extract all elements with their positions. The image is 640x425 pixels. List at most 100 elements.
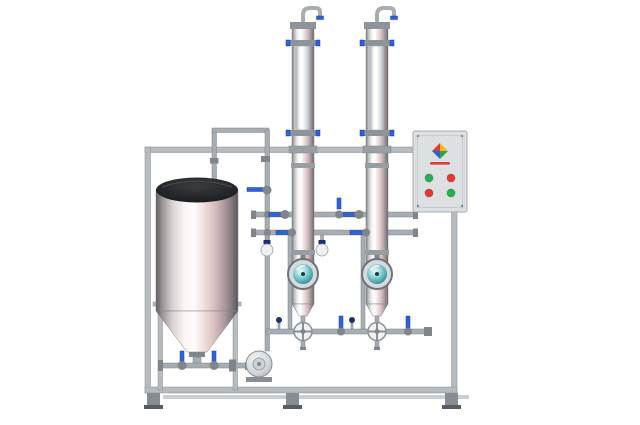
meter-glare bbox=[370, 264, 380, 271]
valve-body bbox=[280, 210, 290, 219]
swan-neck-vent bbox=[375, 6, 396, 26]
foot-pad-left bbox=[144, 405, 163, 409]
base-rail-back bbox=[163, 395, 469, 399]
lever-valve-body bbox=[404, 327, 412, 336]
clamp-knob bbox=[359, 129, 365, 137]
dome-highlight bbox=[161, 180, 233, 188]
sensor-stem bbox=[350, 322, 354, 330]
sight-glass-flange-top bbox=[290, 40, 316, 46]
sensor-stem bbox=[277, 322, 281, 330]
pipe-end-cap bbox=[413, 228, 418, 237]
panel-screw bbox=[460, 134, 464, 138]
clamp-knob bbox=[389, 39, 395, 47]
tank-shell bbox=[155, 189, 239, 312]
pipe-end-cap bbox=[251, 228, 256, 237]
clamp-knob bbox=[359, 39, 365, 47]
foot-right bbox=[445, 393, 458, 406]
pump-shaft bbox=[257, 362, 261, 366]
diaphragm-valve-cap bbox=[318, 240, 326, 244]
tank-top-pipe bbox=[211, 129, 217, 185]
tank-leg-right bbox=[232, 304, 238, 391]
pipe-end-cap bbox=[413, 210, 418, 219]
manifold bbox=[251, 210, 418, 330]
sight-glass-flange-bottom bbox=[364, 130, 390, 136]
glass-highlight bbox=[373, 48, 377, 128]
top-feed-pipe bbox=[211, 127, 270, 133]
pump-base bbox=[246, 377, 272, 382]
swan-neck-vent bbox=[301, 6, 322, 26]
discharge-valve-body bbox=[177, 361, 187, 370]
lever-valve-handle bbox=[405, 315, 411, 329]
column-bottom-cone bbox=[365, 303, 389, 317]
bottom-valves bbox=[276, 315, 412, 342]
riser-valve-handle bbox=[246, 187, 264, 192]
clamp-knob bbox=[389, 129, 395, 137]
bottom-rail bbox=[144, 386, 458, 394]
control-panel bbox=[412, 130, 468, 213]
sight-glass-flange-bottom bbox=[290, 130, 316, 136]
column-bottom-cone bbox=[291, 303, 315, 317]
indicator-light-red bbox=[446, 173, 456, 183]
brand-text-mark bbox=[430, 162, 450, 165]
foot-pad-right bbox=[442, 405, 461, 409]
foot-left bbox=[147, 393, 160, 406]
riser-valve-body bbox=[262, 185, 272, 195]
lever-valve-body bbox=[337, 327, 345, 336]
valve-body bbox=[335, 210, 343, 219]
meter-center bbox=[375, 272, 379, 276]
tri-clamp-band bbox=[365, 250, 389, 255]
panel-screw bbox=[416, 134, 420, 138]
drain-cap bbox=[374, 347, 380, 350]
outlet-flange bbox=[189, 352, 205, 357]
pipe-end-cap bbox=[158, 360, 163, 371]
valve-body bbox=[288, 228, 296, 237]
foot-pad-center bbox=[283, 405, 302, 409]
drain-cap bbox=[300, 347, 306, 350]
clamp-fitting bbox=[210, 158, 219, 164]
logo-triangle-yellow bbox=[440, 143, 448, 151]
clamp-fitting bbox=[261, 156, 270, 162]
discharge-valve-body bbox=[209, 361, 219, 370]
meter-center bbox=[301, 272, 305, 276]
frame-mount-band bbox=[362, 145, 392, 154]
clamp-knob bbox=[315, 39, 321, 47]
meter-glare bbox=[296, 264, 306, 271]
feed-tank bbox=[155, 177, 239, 365]
top-cap-band bbox=[364, 22, 390, 29]
meter-bracket bbox=[300, 255, 306, 259]
glass-highlight bbox=[299, 48, 303, 128]
clamp-knob bbox=[285, 39, 291, 47]
brand-logo-icon bbox=[432, 143, 448, 159]
tri-clamp-band bbox=[291, 250, 315, 255]
membrane-column-2 bbox=[359, 6, 398, 332]
sight-glass-tube bbox=[295, 45, 311, 131]
diaphragm-valve-body bbox=[315, 243, 329, 257]
tee-fitting bbox=[264, 229, 271, 236]
tri-clamp-band bbox=[291, 163, 315, 168]
diaphragm-valve-body bbox=[260, 243, 274, 257]
bottom-header-pipe bbox=[265, 328, 427, 335]
vent-clamp bbox=[316, 15, 324, 20]
membrane-column-1 bbox=[285, 6, 324, 332]
meter-bracket bbox=[374, 255, 380, 259]
logo-triangle-blue bbox=[432, 151, 440, 159]
valve-stem bbox=[265, 234, 269, 241]
indicator-light-red bbox=[424, 188, 434, 198]
top-cap-band bbox=[290, 22, 316, 29]
valve-handle-vertical bbox=[336, 197, 342, 210]
discharge-line bbox=[158, 350, 273, 382]
panel-door-seam bbox=[417, 135, 463, 208]
handwheel-hub bbox=[300, 329, 306, 334]
vent-clamp bbox=[390, 15, 398, 20]
logo-triangle-red bbox=[432, 143, 440, 151]
tank-cone bbox=[155, 310, 239, 353]
tri-clamp-band bbox=[365, 163, 389, 168]
sight-glass-tube bbox=[369, 45, 385, 131]
indicator-light-green bbox=[446, 188, 456, 198]
valve-body bbox=[362, 228, 370, 237]
panel-screw bbox=[416, 204, 420, 208]
sight-glass-flange-top bbox=[364, 40, 390, 46]
bottom-piping bbox=[265, 327, 432, 350]
panel-screw bbox=[460, 204, 464, 208]
